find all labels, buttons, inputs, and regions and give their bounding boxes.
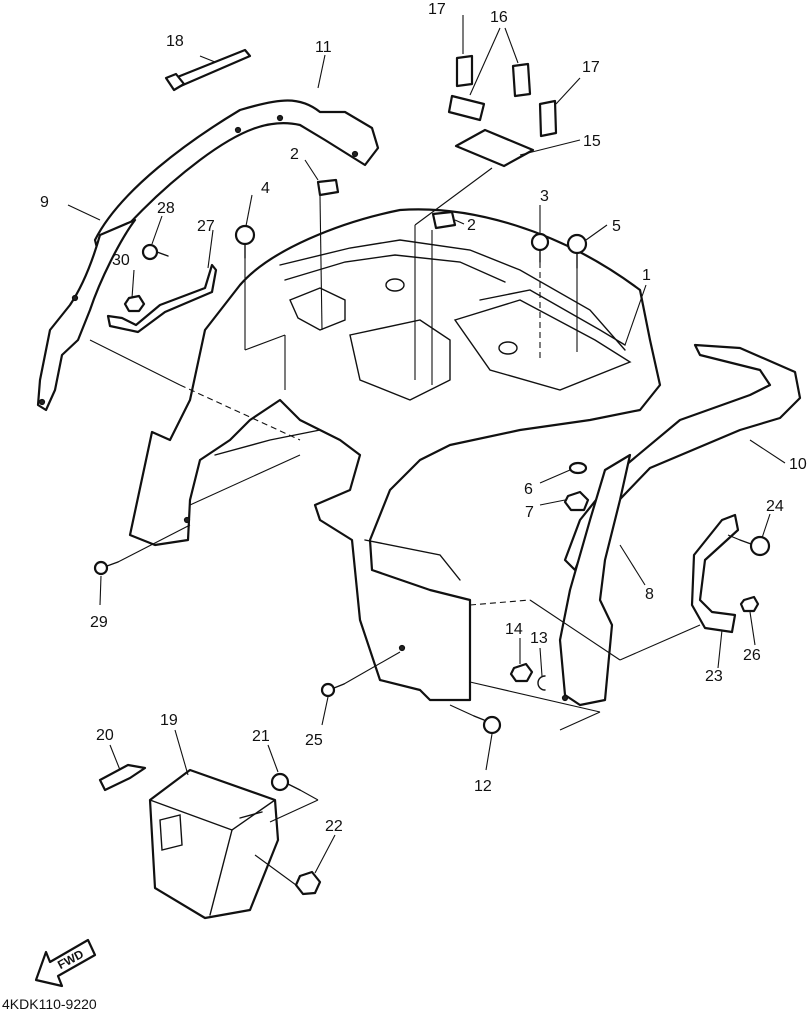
part-13-clip	[537, 675, 546, 691]
callout-8: 8	[645, 586, 654, 603]
callout-17-right: 17	[582, 59, 600, 76]
callout-20: 20	[96, 727, 114, 744]
part-17-pad-right	[538, 99, 558, 138]
callout-9: 9	[40, 194, 49, 211]
part-5-bolt	[566, 233, 588, 269]
callout-labels: 18 11 17 16 17 15 2 9 4 3 28 27 2 5 30 1…	[40, 1, 807, 835]
part-27-bracket	[106, 263, 218, 334]
part-11-fender-rail	[93, 99, 380, 262]
part-12-bolt	[473, 715, 502, 735]
callout-24: 24	[766, 498, 784, 515]
callout-26: 26	[743, 647, 761, 664]
callout-21: 21	[252, 728, 270, 745]
part-15-sheet	[454, 128, 535, 168]
callout-23: 23	[705, 668, 723, 685]
callout-5: 5	[612, 218, 621, 235]
part-6-washer	[568, 461, 588, 475]
callout-22: 22	[325, 818, 343, 835]
callout-25: 25	[305, 732, 323, 749]
callout-28: 28	[157, 200, 175, 217]
part-30-nut	[123, 294, 146, 313]
part-22-nut	[294, 870, 322, 896]
callout-10: 10	[789, 456, 807, 473]
part-1-rear-fender	[128, 208, 662, 702]
callout-30: 30	[112, 252, 130, 269]
part-4-bolt	[234, 224, 256, 259]
part-17-pad-left	[455, 54, 474, 88]
part-20-clip	[98, 763, 147, 792]
callout-14: 14	[505, 621, 523, 638]
part-29-screw	[93, 560, 119, 576]
part-16-pad-right	[511, 62, 532, 98]
part-28-bolt	[141, 243, 169, 261]
part-2-grommet-right	[431, 210, 457, 230]
callout-18: 18	[166, 33, 184, 50]
callout-17-left: 17	[428, 1, 446, 18]
callout-16: 16	[490, 9, 508, 26]
callout-27: 27	[197, 218, 215, 235]
callout-13: 13	[530, 630, 548, 647]
part-8-side-flap	[558, 453, 632, 707]
callout-7: 7	[525, 504, 534, 521]
callout-29: 29	[90, 614, 108, 631]
part-14-nut	[509, 662, 534, 683]
part-19-storage-box	[148, 768, 280, 920]
part-23-bracket	[690, 513, 740, 634]
part-21-bolt	[270, 772, 301, 792]
part-9-side-flap	[36, 218, 137, 412]
fwd-arrow-icon: FWD	[34, 938, 97, 988]
callout-1: 1	[642, 267, 651, 284]
part-2-grommet-left	[316, 178, 340, 197]
callout-19: 19	[160, 712, 178, 729]
callout-12: 12	[474, 778, 492, 795]
part-26-nut	[739, 595, 760, 613]
diagram-code: 4KDK110-9220	[2, 996, 97, 1012]
callout-4: 4	[261, 180, 270, 197]
part-25-screw	[320, 682, 345, 698]
callout-3: 3	[540, 188, 549, 205]
part-18-strap	[164, 48, 252, 92]
callout-15: 15	[583, 133, 601, 150]
callout-2-left: 2	[290, 146, 299, 163]
callout-2-right: 2	[467, 217, 476, 234]
part-16-pad-lower	[447, 94, 486, 122]
callout-6: 6	[524, 481, 533, 498]
leader-lines	[67, 15, 786, 874]
part-7-nut	[563, 490, 590, 512]
callout-11: 11	[315, 39, 332, 56]
part-24-bolt	[739, 535, 771, 557]
assembly-lines	[89, 167, 741, 886]
